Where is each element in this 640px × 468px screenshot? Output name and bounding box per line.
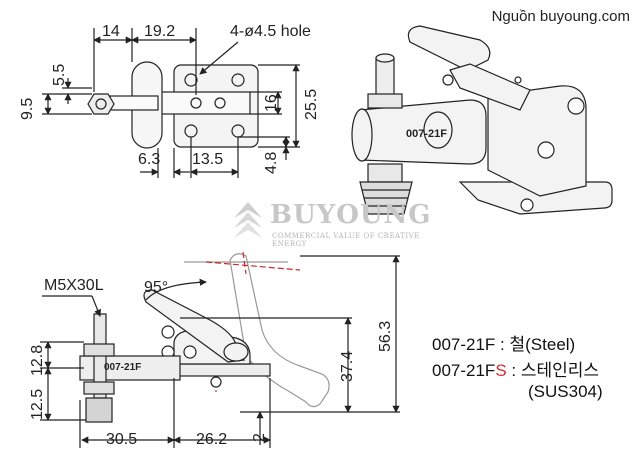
dim-26-2: 26.2 bbox=[196, 431, 228, 448]
logo-mark-icon bbox=[234, 202, 262, 238]
dim-14: 14 bbox=[102, 23, 120, 40]
logo-word: BUYOUNG bbox=[270, 200, 432, 230]
dim-30-5: 30.5 bbox=[106, 431, 138, 448]
legend-sep-1: : bbox=[495, 335, 510, 354]
screw-label: M5X30L bbox=[44, 277, 104, 294]
dim-2: 2 bbox=[251, 433, 268, 442]
source-text: Nguồn buyoung.com bbox=[491, 8, 630, 25]
dim-9-5: 9.5 bbox=[19, 97, 36, 120]
dim-6-3: 6.3 bbox=[138, 151, 161, 168]
iso-model-label: 007-21F bbox=[406, 128, 447, 140]
legend-line-steel: 007-21F : 철(Steel) bbox=[432, 330, 575, 355]
dim-4-8: 4.8 bbox=[263, 151, 280, 174]
legend-sus304: (SUS304) bbox=[528, 382, 603, 401]
top-view bbox=[42, 28, 300, 178]
legend-model-stainless: 007-21F bbox=[432, 361, 496, 380]
legend-model-steel: 007-21F bbox=[432, 335, 496, 354]
dim-25-5: 25.5 bbox=[303, 88, 320, 120]
dim-5-5: 5.5 bbox=[51, 63, 68, 86]
side-view bbox=[40, 251, 400, 448]
dim-16: 16 bbox=[263, 94, 280, 112]
buyoung-logo: BUYOUNG COMMERCIAL VALUE OF CREATIVE ENE… bbox=[232, 198, 431, 248]
side-model-label: 007-21F bbox=[104, 362, 142, 373]
legend-model-suffix: S bbox=[495, 361, 507, 380]
legend-sep-2: : bbox=[506, 361, 521, 380]
dim-12-8: 12.8 bbox=[29, 344, 46, 376]
dim-19-2: 19.2 bbox=[144, 23, 176, 40]
isometric-view bbox=[351, 25, 613, 215]
open-position-ghost bbox=[184, 253, 330, 408]
hole-note: 4-ø4.5 hole bbox=[230, 23, 311, 40]
dim-37-4: 37.4 bbox=[339, 350, 356, 382]
dim-13-5: 13.5 bbox=[192, 151, 224, 168]
logo-tagline: COMMERCIAL VALUE OF CREATIVE ENERGY bbox=[272, 232, 420, 248]
legend-line-stainless: 007-21FS : 스테인리스 bbox=[432, 356, 599, 381]
dim-12-5: 12.5 bbox=[29, 388, 46, 420]
dim-56-3: 56.3 bbox=[377, 320, 394, 352]
angle-label: 95° bbox=[144, 279, 169, 296]
legend-material-stainless: 스테인리스 bbox=[520, 361, 600, 380]
legend-material-steel: 철(Steel) bbox=[509, 335, 576, 354]
